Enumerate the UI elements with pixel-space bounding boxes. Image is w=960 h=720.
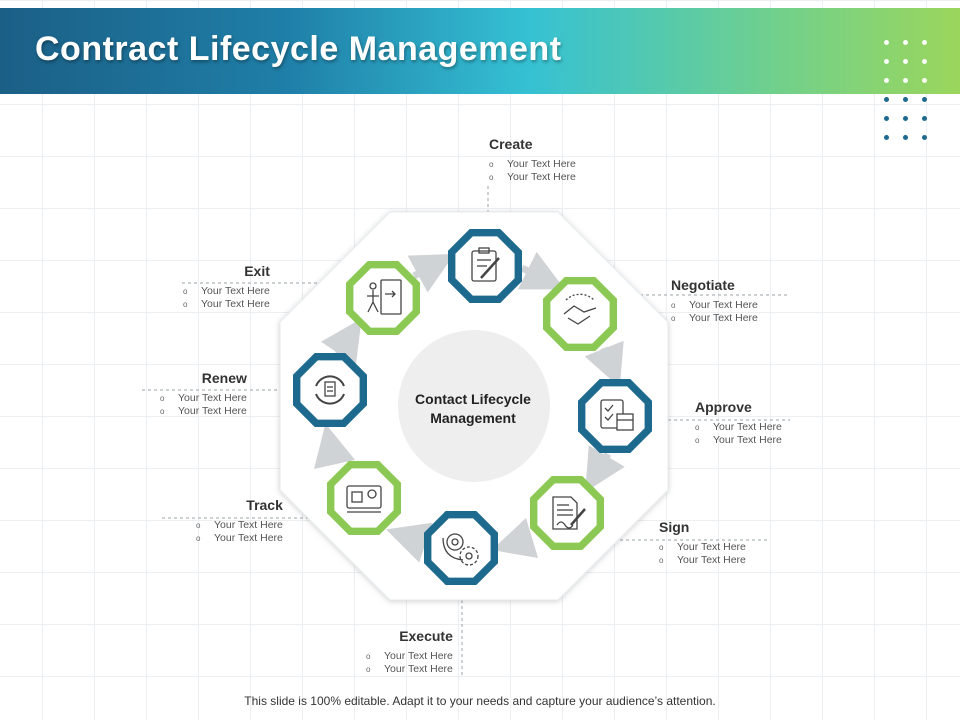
- exit-person-icon: [367, 279, 402, 315]
- stage-octagon-fill: [537, 483, 597, 543]
- decorative-dot: [922, 40, 927, 45]
- stage-node-execute: [424, 511, 498, 585]
- decorative-dot: [903, 78, 908, 83]
- stage-node-sign: [530, 476, 604, 550]
- center-label-line-1: Contact Lifecycle: [415, 391, 531, 407]
- stage-negotiate-item-2: Your Text Here: [671, 312, 758, 325]
- title-banner: Contract Lifecycle Management: [0, 8, 960, 94]
- footer-note: This slide is 100% editable. Adapt it to…: [244, 694, 716, 708]
- stage-renew-item-2: Your Text Here: [160, 405, 247, 418]
- stage-approve-block: Approve Your Text Here Your Text Here: [695, 399, 782, 447]
- stage-exit-item-1: Your Text Here: [183, 285, 270, 298]
- stage-track-title: Track: [246, 497, 283, 513]
- stage-approve-item-1: Your Text Here: [695, 421, 782, 434]
- decorative-dot: [922, 135, 927, 140]
- stage-node-negotiate: [543, 277, 617, 351]
- stage-approve-item-2: Your Text Here: [695, 434, 782, 447]
- stage-sign-title: Sign: [659, 519, 690, 535]
- handshake-icon: [563, 293, 597, 325]
- cycle-arrows: [314, 251, 625, 563]
- stage-octagon-fill: [334, 468, 394, 528]
- stage-exit-block: Exit Your Text Here Your Text Here: [183, 263, 270, 311]
- stage-renew-block: Renew Your Text Here Your Text Here: [160, 370, 247, 418]
- stage-negotiate-block: Negotiate Your Text Here Your Text Here: [671, 277, 758, 325]
- cycle-arrow: [585, 445, 625, 493]
- decorative-dot: [903, 40, 908, 45]
- decorative-dot: [922, 78, 927, 83]
- stage-node-create: [448, 229, 522, 303]
- stage-nodes: [293, 229, 652, 585]
- clipboard-pencil-icon: [471, 247, 500, 282]
- cycle-arrow: [314, 423, 356, 470]
- stage-exit-title: Exit: [244, 263, 270, 279]
- stage-execute-block: Execute Your Text Here Your Text Here: [366, 628, 453, 676]
- stage-execute-item-2: Your Text Here: [366, 663, 453, 676]
- cycle-arrow: [407, 253, 455, 293]
- stage-create-block: Create Your Text Here Your Text Here: [489, 136, 576, 184]
- stage-node-exit: [346, 261, 420, 335]
- stage-execute-item-1: Your Text Here: [366, 650, 453, 663]
- slide-title: Contract Lifecycle Management: [35, 30, 562, 68]
- stage-approve-title: Approve: [695, 399, 752, 415]
- stage-negotiate-item-1: Your Text Here: [671, 299, 758, 312]
- stage-negotiate-title: Negotiate: [671, 277, 735, 293]
- decorative-dot: [884, 78, 889, 83]
- cycle-arrow: [517, 251, 565, 290]
- decorative-dot: [922, 59, 927, 64]
- decorative-dot-grid: [884, 40, 944, 150]
- stage-node-renew: [293, 353, 367, 427]
- stage-octagon-fill: [585, 386, 645, 446]
- renew-cycle-icon: [315, 375, 345, 405]
- stage-node-approve: [578, 379, 652, 453]
- stage-track-item-1: Your Text Here: [196, 519, 283, 532]
- decorative-dot: [903, 135, 908, 140]
- stage-track-block: Track Your Text Here Your Text Here: [196, 497, 283, 545]
- decorative-dot: [884, 59, 889, 64]
- leader-lines: [142, 186, 790, 676]
- blueprint-icon: [346, 485, 382, 513]
- decorative-dot: [884, 116, 889, 121]
- center-label-line-2: Management: [430, 410, 516, 426]
- cycle-arrow: [320, 318, 362, 366]
- stage-octagon-fill: [300, 360, 360, 420]
- stage-sign-block: Sign Your Text Here Your Text Here: [659, 519, 746, 567]
- stage-track-item-2: Your Text Here: [196, 532, 283, 545]
- stage-execute-title: Execute: [399, 628, 453, 644]
- stage-sign-item-2: Your Text Here: [659, 554, 746, 567]
- stage-sign-item-1: Your Text Here: [659, 541, 746, 554]
- cycle-arrow: [491, 517, 539, 559]
- decorative-dot: [903, 97, 908, 102]
- stage-node-track: [327, 461, 401, 535]
- decorative-dot: [922, 97, 927, 102]
- cycle-arrow: [386, 522, 433, 563]
- decorative-dot: [884, 40, 889, 45]
- stage-octagon-fill: [550, 284, 610, 344]
- decorative-dot: [884, 97, 889, 102]
- center-circle: [398, 330, 550, 482]
- stage-exit-item-2: Your Text Here: [183, 298, 270, 311]
- center-label: Contact Lifecycle Management: [403, 390, 543, 428]
- stage-renew-item-1: Your Text Here: [160, 392, 247, 405]
- checklist-icon: [600, 399, 634, 431]
- gears-icon: [442, 533, 479, 566]
- stage-create-item-2: Your Text Here: [489, 171, 576, 184]
- stage-create-item-1: Your Text Here: [489, 158, 576, 171]
- decorative-dot: [884, 135, 889, 140]
- stage-renew-title: Renew: [201, 370, 247, 386]
- stage-octagon-fill: [353, 268, 413, 328]
- decorative-dot: [903, 116, 908, 121]
- cycle-arrow: [584, 340, 624, 388]
- signed-document-icon: [552, 496, 586, 530]
- decorative-dot: [922, 116, 927, 121]
- decorative-dot: [903, 59, 908, 64]
- stage-create-title: Create: [489, 136, 533, 152]
